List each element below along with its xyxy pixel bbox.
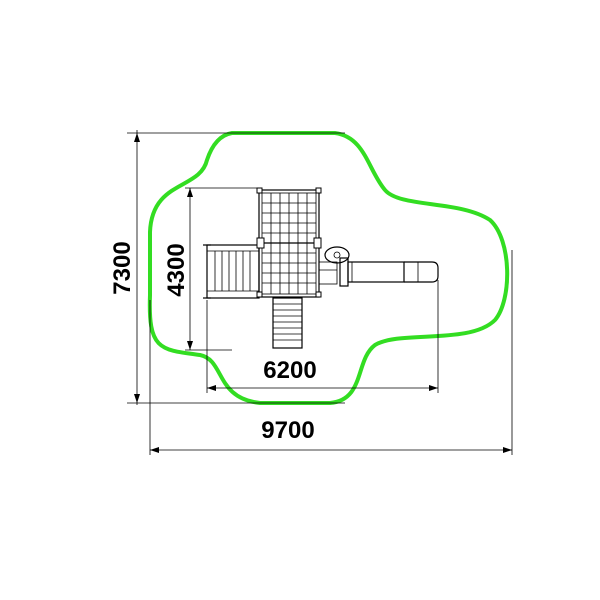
overall-width-label: 9700: [261, 417, 314, 444]
dimension-overall-width: 9700: [149, 250, 513, 455]
dimension-structure-height: 4300: [163, 187, 262, 351]
structure-width-label: 6200: [263, 357, 316, 384]
tower-roof-grid: [256, 187, 322, 298]
safety-zone-outline: [147, 131, 510, 405]
bottom-ladder: [272, 297, 303, 349]
structure-height-label: 4300: [163, 243, 190, 296]
slide-assembly: [318, 246, 439, 287]
dimension-structure-width: 6200: [206, 280, 439, 393]
left-steps: [203, 244, 260, 299]
overall-height-label: 7300: [109, 241, 136, 294]
dimension-overall-height: 7300: [109, 130, 345, 405]
